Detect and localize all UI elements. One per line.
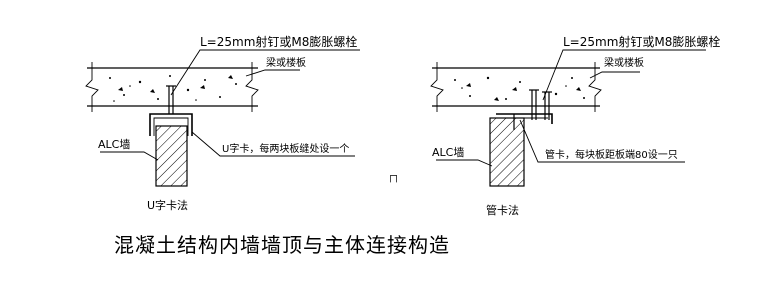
left-slab-leader: [245, 69, 300, 77]
right-slab: [430, 62, 602, 112]
left-slab-label: 梁或楼板: [266, 56, 306, 69]
left-anchor-leader: [170, 49, 360, 96]
right-detail: L=25mm射钉或M8膨胀螺栓 梁或楼板 ALC墙 管卡，每块板距板端80设一只…: [430, 34, 720, 217]
left-wall-label: ALC墙: [98, 137, 130, 151]
right-clip-label: 管卡，每块板距板端80设一只: [545, 148, 678, 161]
left-anchor-bolt: [166, 85, 176, 114]
right-slab-aggregate: [454, 76, 585, 101]
right-anchor-bolts: [529, 89, 552, 120]
left-slab: [85, 62, 259, 112]
right-anchor-leader: [542, 49, 706, 101]
right-alc-wall: [489, 117, 525, 187]
left-alc-wall: [155, 125, 188, 187]
right-wall-label: ALC墙: [432, 145, 464, 159]
left-method-label: U字卡法: [147, 198, 188, 212]
left-slab-aggregate: [109, 75, 237, 102]
right-clip-leader: [519, 119, 685, 163]
left-u-clip: [149, 113, 193, 136]
stray-mark: ㄇ: [389, 175, 398, 185]
right-slab-leader: [589, 71, 640, 79]
right-method-label: 管卡法: [486, 203, 519, 217]
left-anchor-label: L=25mm射钉或M8膨胀螺栓: [200, 34, 357, 49]
left-detail: L=25mm射钉或M8膨胀螺栓 梁或楼板 ALC墙 U字卡，每两块板缝处设一个 …: [85, 34, 360, 212]
left-clip-label: U字卡，每两块板缝处设一个: [222, 142, 349, 155]
drawing-title: 混凝土结构内墙墙顶与主体连接构造: [114, 233, 450, 257]
right-anchor-label: L=25mm射钉或M8膨胀螺栓: [563, 34, 720, 49]
right-slab-label: 梁或楼板: [604, 56, 644, 69]
right-wall-leader: [436, 159, 493, 167]
left-clip-leader: [191, 131, 355, 157]
left-wall-leader: [100, 151, 159, 161]
